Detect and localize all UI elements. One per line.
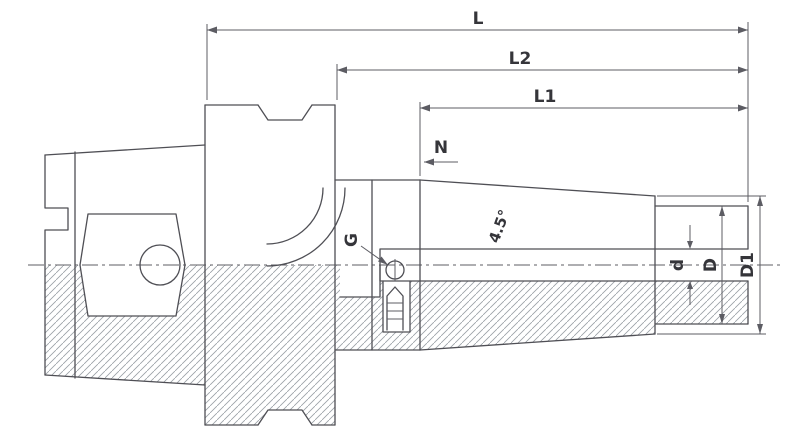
gripper-groove-top [257, 104, 313, 121]
dim-label-taper-angle: 4.5° [485, 207, 514, 245]
hsk-shank [44, 144, 206, 386]
gripper-groove-bottom [257, 409, 313, 426]
drive-hole [139, 244, 181, 286]
section-hatching [45, 265, 748, 425]
dim-label-D: D [701, 258, 721, 272]
set-screw [382, 280, 411, 333]
tool-bore [379, 248, 749, 282]
taper-nose [419, 179, 749, 351]
dim-label-L1: L1 [534, 87, 557, 107]
dim-label-d: d [668, 259, 688, 271]
dim-label-N: N [434, 138, 448, 158]
dim-label-L2: L2 [509, 49, 532, 69]
dim-label-G: G [342, 233, 362, 247]
dim-label-D1: D1 [738, 252, 758, 278]
dim-label-L: L [473, 9, 484, 29]
flange [204, 104, 346, 426]
